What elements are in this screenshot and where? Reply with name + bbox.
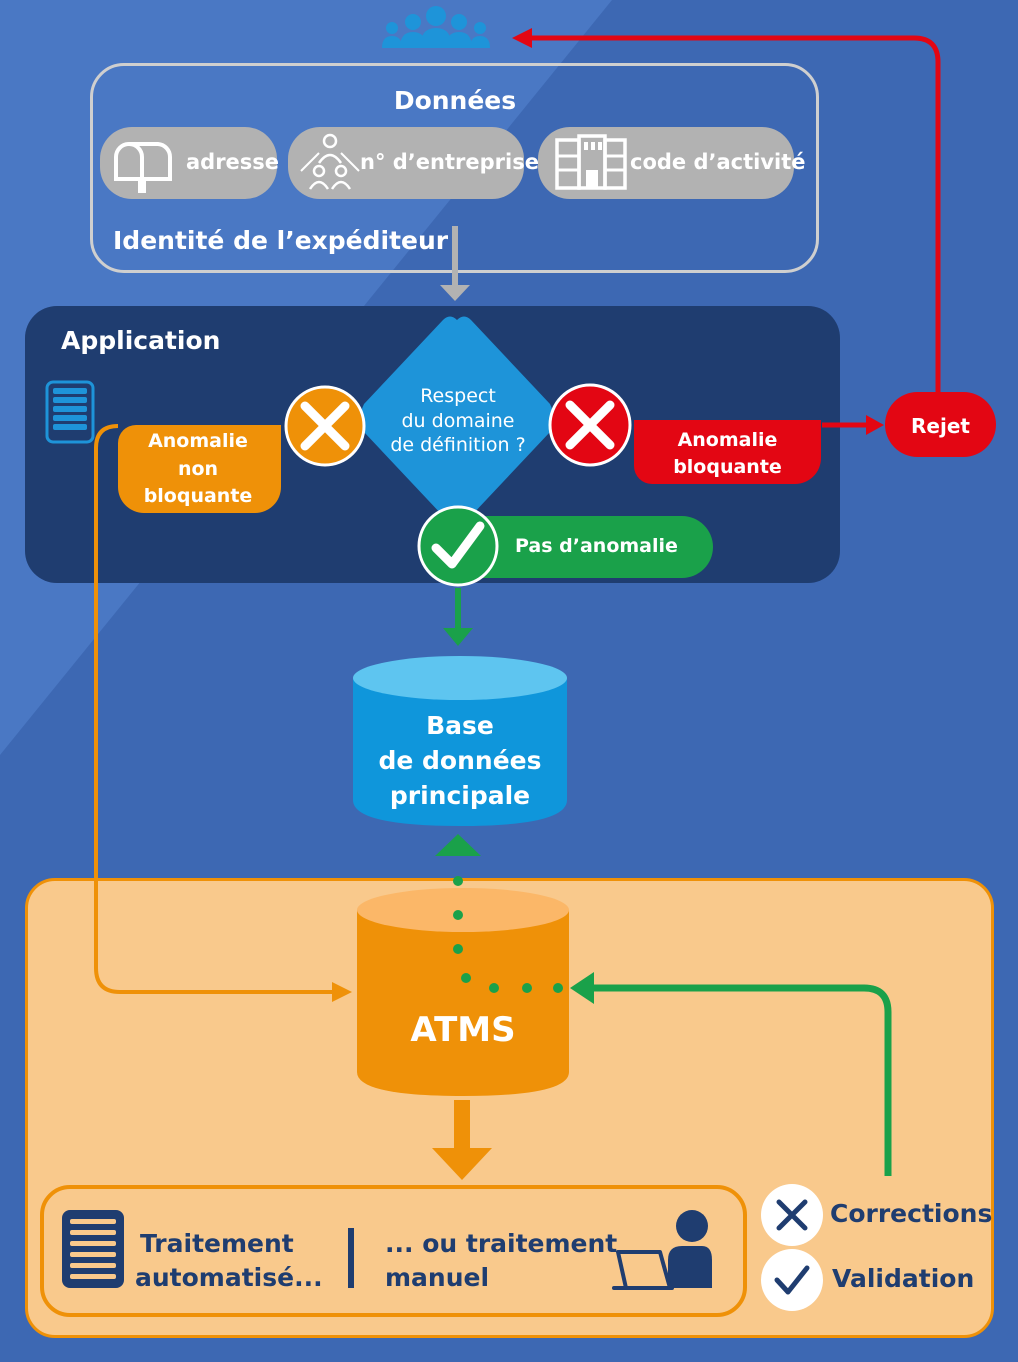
atms-cylinder [357,888,569,1096]
processing-divider [348,1228,354,1288]
manual-line-2: manuel [385,1263,490,1292]
users-icon [382,6,490,48]
non-blocking-line-2: non [177,458,219,480]
auto-line-2: automatisé... [135,1263,323,1292]
ok-check-icon [417,505,499,587]
database-line-1: Base [426,711,494,740]
main-database-cylinder [353,656,567,826]
corrections-icon [761,1184,823,1246]
server-icon [45,380,95,444]
pill-entreprise-label: n° d’entreprise [360,150,539,174]
pill-activite-label: code d’activité [630,150,806,174]
non-blocking-line-3: bloquante [143,485,253,507]
building-icon [555,134,627,190]
corrections-label: Corrections [830,1199,993,1228]
pill-adresse-label: adresse [186,150,280,174]
ok-label-box [470,516,713,578]
blocking-cross-icon [548,383,632,467]
blocking-line-1: Anomalie [677,429,778,451]
mailbox-icon [114,142,173,193]
decision-line-2: du domaine [401,410,515,432]
decision-diamond [360,316,554,520]
reject-label: Rejet [911,414,970,438]
decision-line-1: Respect [420,385,496,407]
server-icon [62,1210,124,1288]
processing-box [40,1185,747,1317]
ok-label: Pas d’anomalie [515,535,678,557]
auto-line-1: Traitement [140,1229,294,1258]
decision-line-3: de définition ? [390,434,526,456]
blocking-label-box [634,420,821,484]
pill-adresse [100,127,277,199]
database-line-3: principale [389,781,531,810]
non-blocking-label-box [118,425,281,513]
laptop-user-icon [612,1210,712,1290]
non-blocking-line-1: Anomalie [148,430,248,452]
organization-icon [300,133,360,190]
validation-icon [761,1249,823,1311]
database-line-2: de données [378,746,542,775]
blocking-line-2: bloquante [673,456,782,478]
validation-label: Validation [832,1264,975,1293]
application-title: Application [61,326,221,355]
donnees-title: Données [393,86,517,115]
reject-badge [885,392,996,457]
manual-line-1: ... ou traitement [385,1229,618,1258]
non-blocking-cross-icon [284,385,366,467]
atms-label: ATMS [410,1010,516,1050]
donnees-caption: Identité de l’expéditeur [113,226,449,255]
